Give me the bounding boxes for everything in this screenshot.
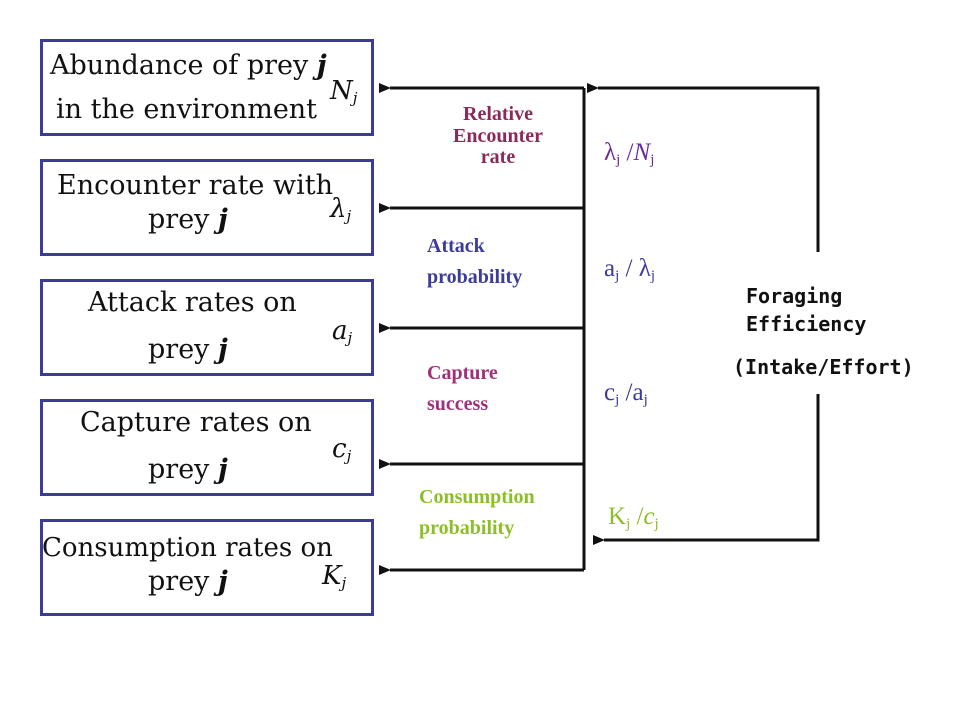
label-relative: Relative — [463, 103, 533, 125]
label-capture: Capture — [427, 362, 498, 384]
label-consumption-probability: Consumption probability — [419, 482, 535, 544]
label-attack-probability: Attack probability — [427, 231, 522, 293]
symbol-a: aj — [332, 316, 353, 347]
ratio-lambda-n: λj /Nj — [604, 139, 655, 168]
symbol-k: Kj — [322, 561, 347, 592]
symbol-c: cj — [332, 434, 352, 465]
box-encounter-line2: prey j — [148, 204, 228, 235]
box-encounter-line1: Encounter rate with — [57, 170, 333, 201]
ratio-c-a: cj /aj — [604, 379, 648, 408]
box-capture-line1: Capture rates on — [80, 407, 312, 438]
label-attack: Attack — [427, 235, 485, 257]
label-success: success — [427, 393, 489, 415]
symbol-n: Nj — [330, 76, 358, 107]
box-consumption-line2: prey j — [148, 566, 228, 597]
ratio-a-lambda: aj / λj — [604, 255, 656, 284]
box-encounter — [40, 159, 374, 256]
arrow-to-ratio-bottom — [593, 394, 820, 545]
label-rate: rate — [480, 146, 516, 169]
box-abundance-line1: Abundance of prey j — [50, 50, 327, 81]
box-capture-line2: prey j — [148, 454, 228, 485]
box-attack — [40, 279, 374, 376]
symbol-lambda: λj — [330, 194, 352, 225]
foraging-line1: Foraging — [746, 284, 843, 308]
box-consumption-line1: Consumption rates on — [42, 533, 333, 563]
arrow-to-spine-top — [587, 83, 820, 252]
box-abundance — [40, 39, 374, 136]
label-consumption: Consumption — [419, 486, 535, 508]
box-capture — [40, 399, 374, 496]
label-relative-encounter: Relative Encounter rate — [420, 103, 576, 169]
label-encounter: Encounter — [453, 124, 543, 147]
box-attack-line2: prey j — [148, 334, 228, 365]
label-probability-attack: probability — [427, 266, 523, 288]
box-abundance-line2: in the environment — [56, 94, 318, 125]
box-attack-line1: Attack rates on — [88, 287, 297, 318]
label-probability-consumption: probability — [419, 517, 515, 539]
foraging-efficiency-subtitle: (Intake/Effort) — [733, 355, 914, 379]
label-capture-success: Capture success — [427, 358, 498, 420]
ratio-k-c: Kj /cj — [608, 503, 659, 532]
foraging-efficiency-title: Foraging Efficiency — [746, 282, 866, 338]
box-consumption — [40, 519, 374, 616]
foraging-line2: Efficiency — [746, 312, 867, 336]
